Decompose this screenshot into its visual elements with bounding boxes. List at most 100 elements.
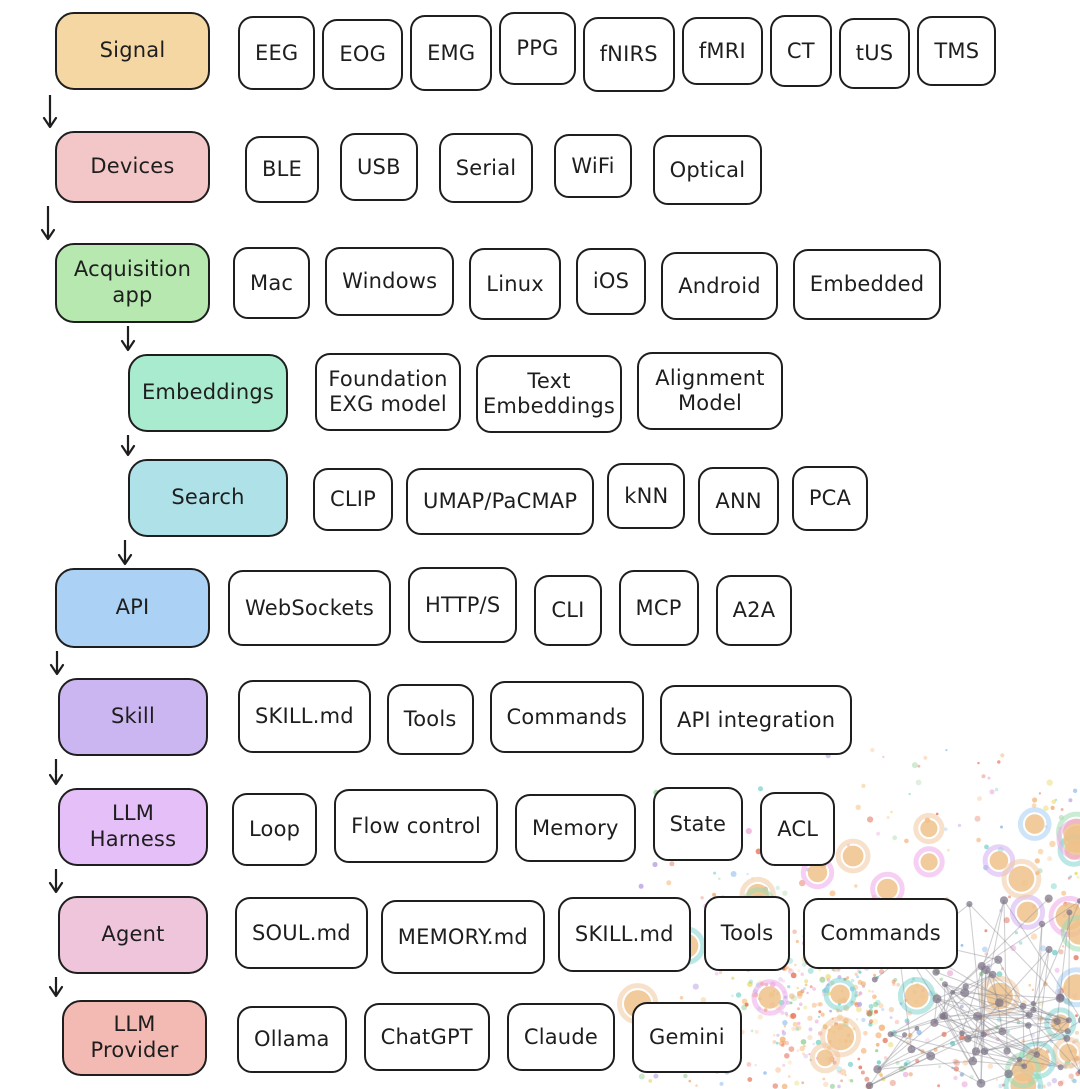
chip-serial: Serial <box>438 133 534 203</box>
chip-label: State <box>669 812 727 836</box>
chip-chatgpt: ChatGPT <box>363 1003 490 1071</box>
chip-label: SKILL.md <box>255 704 354 728</box>
chip-label: kNN <box>624 484 669 508</box>
node-search: Search <box>128 459 288 537</box>
chip-claude: Claude <box>506 1003 615 1071</box>
chip-soul-md: SOUL.md <box>235 897 368 969</box>
chip-linux: Linux <box>469 248 561 320</box>
node-signal: Signal <box>55 12 210 90</box>
chip-tools: Tools <box>386 683 474 755</box>
chip-skill-md: SKILL.md <box>557 896 691 972</box>
chip-ollama: Ollama <box>237 1005 347 1073</box>
chip-ann: ANN <box>698 467 779 535</box>
node-label: LLM Provider <box>90 1012 179 1062</box>
node-api: API <box>55 568 210 648</box>
chip-label: TMS <box>934 39 980 63</box>
chip-windows: Windows <box>325 246 455 316</box>
chip-label: Commands <box>820 921 941 945</box>
chip-optical: Optical <box>652 135 763 205</box>
chip-fnirs: fNIRS <box>582 16 675 92</box>
flow-arrow <box>48 869 64 894</box>
chip-label: API integration <box>676 708 836 732</box>
chip-ios: iOS <box>575 247 647 315</box>
chip-row-acquisition-app: Mac Windows Linux iOS Android Embedded <box>233 243 942 323</box>
chip-label: UMAP/PaCMAP <box>423 489 578 513</box>
chip-loop: Loop <box>232 792 318 866</box>
chip-label: Alignment Model <box>655 366 765 415</box>
node-skill: Skill <box>58 678 208 756</box>
chip-label: Claude <box>523 1025 598 1049</box>
chip-foundation-exg-model: Foundation EXG model <box>315 353 461 431</box>
chip-label: ACL <box>777 817 819 841</box>
chip-memory: Memory <box>514 794 636 862</box>
flow-arrow <box>48 759 64 786</box>
chip-eeg: EEG <box>238 16 316 90</box>
chip-label: SKILL.md <box>574 922 674 946</box>
chip-tms: TMS <box>917 16 997 86</box>
chip-label: ANN <box>715 489 762 513</box>
chip-label: Memory <box>531 816 619 840</box>
chip-label: Gemini <box>648 1025 725 1049</box>
chip-android: Android <box>661 252 778 320</box>
chip-label: Optical <box>669 158 746 182</box>
chip-label: Mac <box>250 271 294 295</box>
chip-label: PPG <box>516 36 559 60</box>
chip-ct: CT <box>769 15 832 87</box>
chip-row-agent: SOUL.md MEMORY.md SKILL.md Tools Commands <box>235 895 958 974</box>
chip-label: WiFi <box>571 154 615 178</box>
node-label: Agent <box>101 922 165 947</box>
chip-memory-md: MEMORY.md <box>380 900 545 974</box>
chip-flow-control: Flow control <box>334 789 498 863</box>
chip-emg: EMG <box>410 15 493 91</box>
chip-mcp: MCP <box>618 570 699 646</box>
chip-tools: Tools <box>703 895 791 971</box>
node-acquisition-app: Acquisition app <box>55 243 210 323</box>
chip-label: Tools <box>403 707 457 731</box>
chip-label: EEG <box>255 41 299 65</box>
chip-embedded: Embedded <box>792 248 942 320</box>
chip-label: HTTP/S <box>425 593 501 617</box>
chip-label: CT <box>786 39 815 63</box>
chip-fmri: fMRI <box>681 17 763 85</box>
chip-knn: kNN <box>607 463 686 529</box>
node-label: LLM Harness <box>89 801 177 851</box>
flow-arrow <box>49 651 65 676</box>
chip-label: Flow control <box>351 814 481 838</box>
chip-label: Linux <box>486 272 544 296</box>
chip-label: Android <box>678 274 761 298</box>
chip-label: iOS <box>592 269 630 293</box>
chip-label: Embedded <box>809 272 925 296</box>
chip-label: EMG <box>427 41 476 65</box>
chip-label: WebSockets <box>245 596 375 620</box>
chip-row-llm-harness: Loop Flow control Memory State ACL <box>232 787 836 866</box>
node-agent: Agent <box>58 896 208 974</box>
chip-label: PCA <box>808 486 852 510</box>
flow-arrow <box>42 95 58 129</box>
chip-label: Ollama <box>254 1027 330 1051</box>
flow-arrow <box>48 977 64 998</box>
chip-http-s: HTTP/S <box>408 567 518 643</box>
chip-text-embeddings: Text Embeddings <box>476 355 622 433</box>
chip-label: MCP <box>635 596 682 620</box>
node-label: Skill <box>111 704 155 729</box>
flow-arrow <box>120 326 136 352</box>
chip-commands: Commands <box>489 681 644 753</box>
chip-label: SOUL.md <box>252 921 351 945</box>
node-label: Acquisition app <box>73 257 192 307</box>
node-embeddings: Embeddings <box>128 354 288 432</box>
chip-label: Windows <box>342 269 438 293</box>
chip-acl: ACL <box>760 792 836 866</box>
chip-usb: USB <box>339 133 418 201</box>
chip-row-skill: SKILL.md Tools Commands API integration <box>238 678 853 756</box>
chip-label: tUS <box>855 41 894 65</box>
chip-ppg: PPG <box>499 11 576 85</box>
node-label: Search <box>171 485 245 510</box>
chip-label: Tools <box>720 921 774 945</box>
chip-label: ChatGPT <box>380 1025 473 1049</box>
node-label: Signal <box>99 38 166 63</box>
node-llm-provider: LLM Provider <box>62 1000 207 1076</box>
